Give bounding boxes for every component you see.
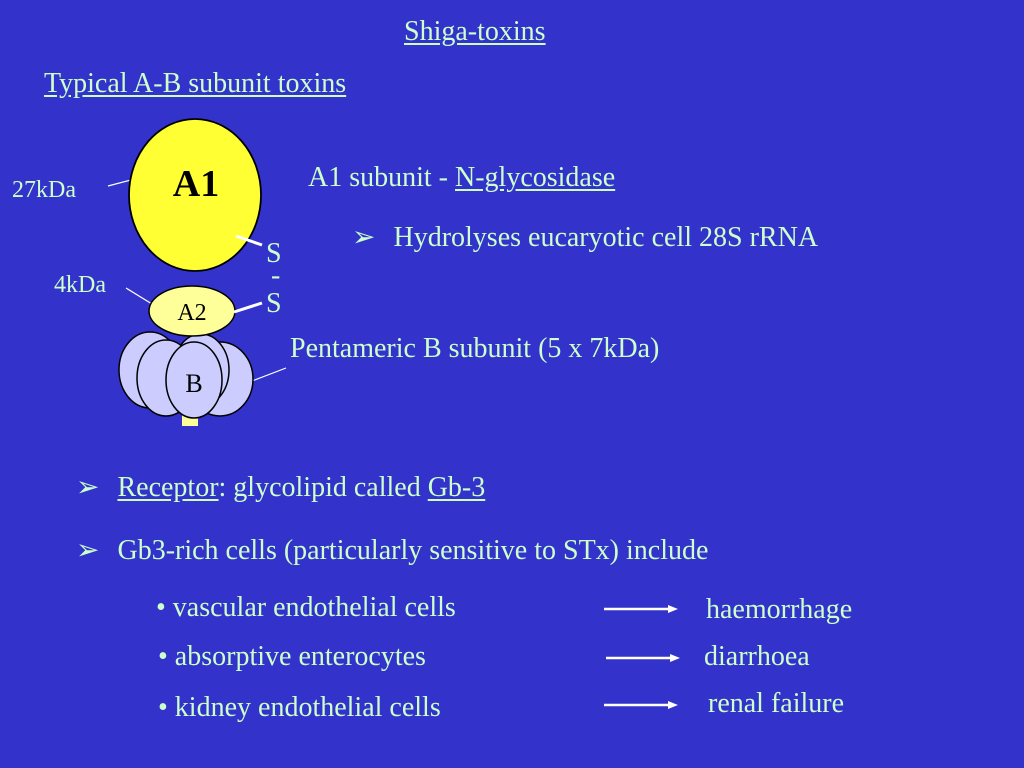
a1-subunit [128, 118, 262, 272]
arrow-diarrhoea [606, 654, 680, 662]
a1-mass-label: 27kDa [12, 177, 76, 203]
a1-description: A1 subunit - N-glycosidase [308, 162, 615, 194]
a1-activity-bullet: ➢ Hydrolyses eucaryotic cell 28S rRNA [352, 222, 818, 254]
cell-type-kidney: • kidney endothelial cells [158, 692, 441, 723]
b-desc-leader-line [251, 367, 287, 382]
gb3-cells-bullet: ➢ Gb3-rich cells (particularly sensitive … [76, 535, 708, 567]
sulfur-bottom-label: S [266, 288, 282, 319]
a2-mass-leader-line [125, 287, 153, 305]
receptor-bullet: ➢ Receptor: glycolipid called Gb-3 [76, 472, 485, 504]
a1-description-prefix: A1 subunit - [308, 162, 455, 193]
b-description: Pentameric B subunit (5 x 7kDa) [290, 333, 660, 364]
a2-mass-label: 4kDa [54, 272, 106, 298]
a2-label: A2 [177, 300, 206, 326]
receptor-middle-text: : glycolipid called [218, 472, 428, 503]
arrow-bullet-icon: ➢ [352, 222, 376, 253]
effect-renal-failure: renal failure [708, 688, 845, 719]
page-title: Shiga-toxins [404, 16, 546, 47]
arrow-bullet-icon: ➢ [76, 535, 100, 566]
a1-label: A1 [173, 163, 219, 205]
a1-mass-leader-line [107, 179, 132, 187]
a1-enzyme-term: N-glycosidase [455, 162, 616, 193]
page-subtitle: Typical A-B subunit toxins [44, 68, 347, 99]
b-subunit-front [165, 341, 223, 419]
b-label: B [185, 369, 202, 398]
disulfide-dash-label: - [271, 260, 280, 291]
a2-disulfide-link [233, 301, 263, 314]
arrow-haemorrhage [604, 605, 678, 613]
gb3-cells-heading: Gb3-rich cells (particularly sensitive t… [117, 535, 709, 566]
cell-type-enterocytes: • absorptive enterocytes [158, 641, 426, 672]
arrow-bullet-icon: ➢ [76, 472, 100, 503]
receptor-term: Receptor [117, 472, 219, 503]
receptor-molecule: Gb-3 [427, 472, 486, 503]
sulfur-top-label: S [266, 238, 282, 269]
arrow-renal-failure [604, 701, 678, 709]
a1-activity-text: Hydrolyses eucaryotic cell 28S rRNA [393, 222, 819, 253]
effect-diarrhoea: diarrhoea [704, 641, 810, 672]
effect-haemorrhage: haemorrhage [706, 594, 853, 625]
cell-type-vascular: • vascular endothelial cells [156, 592, 456, 623]
a1-disulfide-link [235, 234, 263, 247]
